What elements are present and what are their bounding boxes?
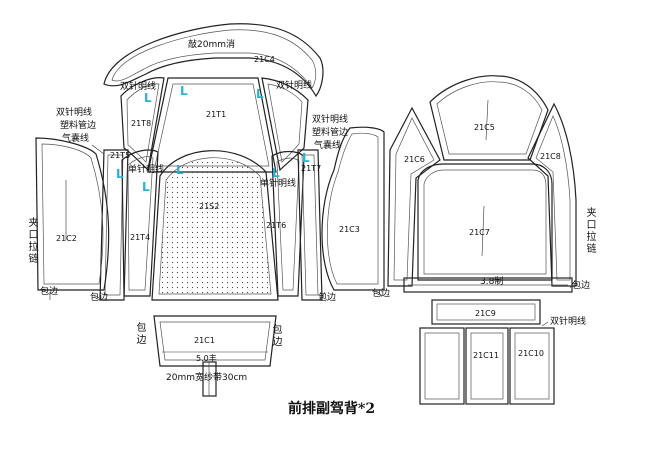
note-edge-4: 包边 bbox=[372, 289, 391, 299]
label-21c1: 21C1 bbox=[194, 336, 215, 345]
piece-21t1-right-strip bbox=[261, 77, 309, 172]
piece-21c8 bbox=[527, 102, 577, 287]
label-21c9: 21C9 bbox=[475, 309, 496, 318]
note-double-stitch-left: 双针明线 bbox=[56, 108, 93, 118]
note-zipper-left: 夹口拉链 bbox=[28, 218, 39, 265]
note-double-stitch-top-right: 双针明线 bbox=[276, 81, 313, 91]
label-21c6: 21C6 bbox=[404, 155, 425, 164]
label-21t1: 21T1 bbox=[206, 110, 227, 119]
note-double-stitch-c10: 双针明线 bbox=[550, 317, 587, 327]
piece-21c3 bbox=[321, 126, 385, 291]
note-double-stitch-right: 双针明线 bbox=[312, 115, 349, 125]
note-plastic-piping-right: 塑料管边 bbox=[312, 128, 349, 138]
l-mark-1: L bbox=[144, 91, 152, 105]
l-mark-3: L bbox=[256, 87, 264, 101]
piece-21c6 bbox=[387, 106, 441, 287]
note-plastic-piping-left: 塑料管边 bbox=[60, 121, 97, 131]
piece-21c4 bbox=[103, 23, 324, 98]
piece-21c9 bbox=[431, 299, 541, 325]
piece-21t5 bbox=[99, 149, 129, 301]
note-edge-1: 包边 bbox=[40, 287, 59, 297]
label-21c10: 21C10 bbox=[518, 349, 544, 358]
l-mark-2: L bbox=[180, 84, 188, 98]
l-mark-6: L bbox=[176, 163, 184, 177]
label-21s2: 21S2 bbox=[199, 202, 220, 211]
label-21t8: 21T8 bbox=[131, 119, 152, 128]
piece-21c1 bbox=[153, 315, 277, 397]
label-21c8: 21C8 bbox=[540, 152, 561, 161]
note-edge-5: 包边 bbox=[572, 281, 591, 291]
note-single-stitch-right: 单针明线 bbox=[260, 179, 297, 189]
label-21t5: 21T5 bbox=[110, 151, 131, 160]
l-mark-5: L bbox=[142, 180, 150, 194]
label-21c11: 21C11 bbox=[473, 351, 499, 360]
l-mark-4: L bbox=[116, 167, 124, 181]
label-21t4: 21T4 bbox=[130, 233, 151, 242]
label-21c4: 21C4 bbox=[254, 55, 275, 64]
piece-21t1 bbox=[147, 77, 277, 173]
piece-21c5 bbox=[429, 75, 549, 161]
note-double-stitch-top-left: 双针明线 bbox=[120, 82, 157, 92]
label-21c3: 21C3 bbox=[339, 225, 360, 234]
piece-21c2 bbox=[35, 137, 110, 291]
note-airbag-right: 气囊线 bbox=[314, 141, 342, 151]
note-webbing: 20mm宽纱带30cm bbox=[166, 373, 248, 383]
label-21c5: 21C5 bbox=[474, 123, 495, 132]
note-mesh-label: 5.0丰 bbox=[196, 354, 217, 363]
piece-21t7 bbox=[297, 149, 323, 301]
note-edge-3: 包边 bbox=[318, 293, 337, 303]
note-airbag-left: 气囊线 bbox=[62, 134, 90, 144]
l-mark-8: L bbox=[302, 151, 310, 165]
page-title: 前排副驾背*2 bbox=[288, 401, 376, 417]
note-edge-c1-right: 包边 bbox=[272, 325, 283, 348]
label-21c2: 21C2 bbox=[56, 234, 77, 243]
note-strip-38: 3.8制 bbox=[480, 277, 504, 287]
note-edge-c1-left: 包边 bbox=[136, 323, 147, 346]
piece-21t4 bbox=[121, 149, 159, 297]
note-edge-2: 包边 bbox=[90, 293, 109, 303]
note-hood-top: 敲20mm消 bbox=[188, 40, 235, 50]
leader-lines bbox=[49, 144, 575, 327]
label-21t7: 21T7 bbox=[301, 164, 322, 173]
piece-bottom-boxes bbox=[419, 327, 555, 405]
label-21t6: 21T6 bbox=[266, 221, 287, 230]
note-single-stitch-left: 单针明线 bbox=[128, 165, 165, 175]
l-mark-7: L bbox=[272, 166, 280, 180]
note-zipper-right: 夹口拉链 bbox=[586, 208, 597, 255]
piece-21s2 bbox=[151, 150, 279, 301]
label-21c7: 21C7 bbox=[469, 228, 490, 237]
piece-21c7 bbox=[417, 163, 553, 281]
piece-21t6 bbox=[271, 150, 305, 297]
